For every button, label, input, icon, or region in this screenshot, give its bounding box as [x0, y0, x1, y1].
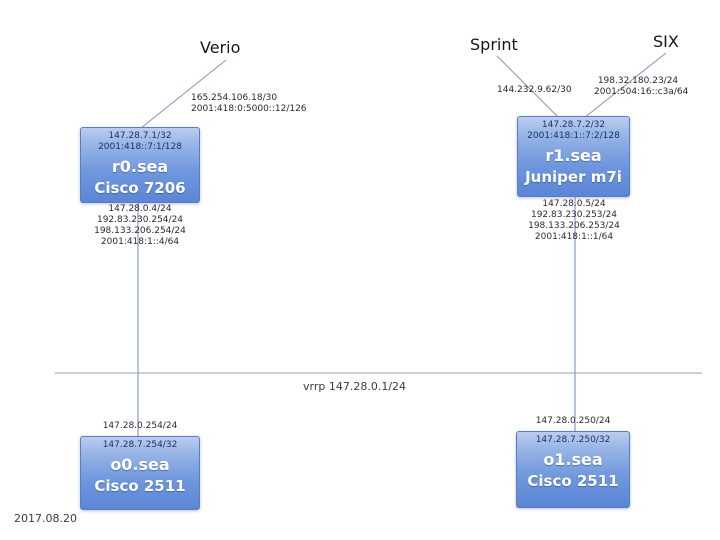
r1-if-2: 192.83.230.253/24 — [530, 210, 618, 220]
six-link-addresses: 198.32.180.23/24 2001:504:16::c3a/64 — [594, 76, 689, 98]
o1-model: Cisco 2511 — [527, 472, 619, 490]
r1-if-1: 147.28.0.5/24 — [542, 199, 606, 209]
uplink-label-sprint: Sprint — [470, 35, 518, 54]
o1-loopback-v4: 147.28.7.250/32 — [535, 435, 611, 445]
r1-if-3: 198.133.206.253/24 — [528, 221, 620, 231]
r1-model: Juniper m7i — [525, 168, 622, 186]
node-r1-sea: 147.28.7.2/32 2001:418:1::7:2/128 r1.sea… — [517, 116, 630, 197]
r0-loopback-v4: 147.28.7.1/32 — [108, 131, 172, 141]
verio-ipv6: 2001:418:0:5000::12/126 — [191, 104, 307, 114]
r1-interface-addresses: 147.28.0.5/24 192.83.230.253/24 198.133.… — [514, 199, 634, 243]
sprint-link-addresses: 144.232.9.62/30 — [497, 85, 572, 96]
sprint-ipv4: 144.232.9.62/30 — [497, 85, 572, 95]
r0-if-1: 147.28.0.4/24 — [108, 204, 172, 214]
six-ipv6: 2001:504:16::c3a/64 — [594, 87, 689, 97]
six-ipv4: 198.32.180.23/24 — [597, 76, 679, 86]
r0-if-3: 198.133.206.254/24 — [94, 226, 186, 236]
node-r0-sea: 147.28.7.1/32 2001:418::7:1/128 r0.sea C… — [80, 127, 200, 203]
node-o0-sea: 147.28.7.254/32 o0.sea Cisco 2511 — [80, 436, 200, 510]
r1-loopback-v4: 147.28.7.2/32 — [541, 120, 606, 130]
r0-interface-addresses: 147.28.0.4/24 192.83.230.254/24 198.133.… — [80, 204, 200, 248]
uplink-label-verio: Verio — [200, 38, 241, 57]
r0-hostname: r0.sea — [111, 157, 169, 176]
o0-model: Cisco 2511 — [94, 477, 186, 495]
o0-hostname: o0.sea — [110, 455, 170, 474]
verio-ipv4: 165.254.106.18/30 — [191, 93, 278, 103]
link-sprint-r1 — [496, 55, 560, 119]
verio-link-addresses: 165.254.106.18/30 2001:418:0:5000::12/12… — [191, 93, 307, 115]
r1-if-4: 2001:418:1::1/64 — [534, 232, 614, 242]
r0-loopback-v6: 2001:418::7:1/128 — [98, 142, 182, 152]
o0-interface-address: 147.28.0.254/24 — [102, 421, 178, 431]
r1-loopback-v6: 2001:418:1::7:2/128 — [527, 131, 620, 141]
r1-hostname: r1.sea — [545, 146, 602, 165]
o1-hostname: o1.sea — [543, 450, 603, 469]
diagram-date: 2017.08.20 — [14, 512, 77, 525]
vrrp-backbone-label: vrrp 147.28.0.1/24 — [303, 380, 407, 393]
r0-if-4: 2001:418:1::4/64 — [100, 237, 180, 247]
o0-loopback-v4: 147.28.7.254/32 — [102, 440, 178, 450]
uplink-label-six: SIX — [653, 32, 679, 51]
o1-interface-address: 147.28.0.250/24 — [535, 416, 611, 426]
link-verio-r0 — [140, 59, 227, 129]
link-six-r1 — [583, 52, 667, 119]
r0-if-2: 192.83.230.254/24 — [96, 215, 184, 225]
node-o1-sea: 147.28.7.250/32 o1.sea Cisco 2511 — [516, 431, 630, 508]
r0-model: Cisco 7206 — [94, 179, 186, 197]
